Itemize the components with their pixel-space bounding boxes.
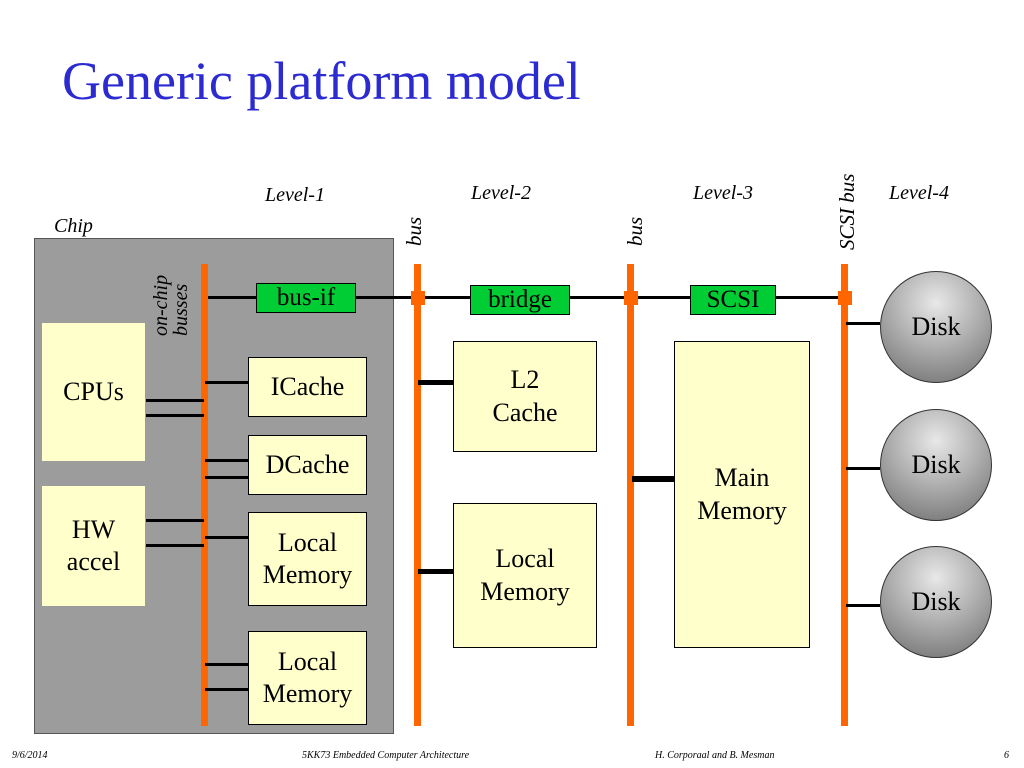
disk-2-wire xyxy=(846,467,880,470)
scsi-bus-label: SCSI bus xyxy=(835,173,859,250)
dcache-label: DCache xyxy=(265,449,350,479)
footer-date: 9/6/2014 xyxy=(12,750,48,761)
hw-label: HW xyxy=(71,514,116,544)
bridge-block: bridge xyxy=(470,285,570,315)
local-memory-block-2: Local Memory xyxy=(248,631,367,725)
local-memory-block-3: Local Memory xyxy=(453,503,597,648)
bus-junction-2 xyxy=(624,291,638,305)
footer-authors: H. Corporaal and B. Mesman xyxy=(655,750,775,761)
local-mem-1-wire xyxy=(205,536,248,539)
disk-1: Disk xyxy=(880,271,992,383)
dcache-wire-2 xyxy=(205,476,248,479)
icache-label: ICache xyxy=(270,371,345,401)
hw-accel-block: HW accel xyxy=(42,486,145,606)
disk-2-label: Disk xyxy=(911,450,961,479)
main-memory-block: Main Memory xyxy=(674,341,810,648)
bridge-label: bridge xyxy=(488,286,552,313)
main-memory-line2: Memory xyxy=(697,495,787,525)
cpus-label: CPUs xyxy=(63,376,124,406)
local-mem-2-wire-1 xyxy=(205,663,248,666)
local-memory-3-line2: Memory xyxy=(480,576,570,606)
dcache-wire-1 xyxy=(205,459,248,462)
scsi-block: SCSI xyxy=(690,285,776,315)
disk-3: Disk xyxy=(880,546,992,658)
local-memory-2-line2: Memory xyxy=(262,679,353,708)
footer-course: 5KK73 Embedded Computer Architecture xyxy=(302,750,470,761)
scsi-bus xyxy=(841,264,848,726)
cpu-wire-2 xyxy=(146,414,204,417)
level-2-label: Level-2 xyxy=(471,182,531,204)
busses-label: busses xyxy=(170,283,192,336)
cpus-block: CPUs xyxy=(42,323,145,461)
bus-if-label: bus-if xyxy=(276,284,336,311)
bus-junction-3 xyxy=(838,291,852,305)
local-mem-3-wire xyxy=(418,569,453,574)
dcache-block: DCache xyxy=(248,435,367,495)
l2-label-line2: Cache xyxy=(492,397,558,427)
disk-2: Disk xyxy=(880,409,992,521)
local-memory-3-line1: Local xyxy=(495,544,555,573)
main-memory-line1: Main xyxy=(714,463,770,492)
bus-if-block: bus-if xyxy=(256,283,356,313)
icache-wire xyxy=(205,381,248,384)
hw-wire-1 xyxy=(146,519,204,522)
icache-block: ICache xyxy=(248,357,367,417)
disk-3-label: Disk xyxy=(911,587,961,616)
local-memory-block-1: Local Memory xyxy=(248,512,367,606)
main-memory-wire xyxy=(632,476,674,482)
chip-label: Chip xyxy=(54,215,93,237)
disk-1-label: Disk xyxy=(911,312,961,341)
level-4-label: Level-4 xyxy=(889,182,949,204)
hw-wire-2 xyxy=(146,544,204,547)
l2-wire xyxy=(418,380,453,385)
level-3-label: Level-3 xyxy=(693,182,753,204)
footer-page-number: 6 xyxy=(1004,750,1009,761)
bus-label-1: bus xyxy=(402,216,426,246)
slide-title: Generic platform model xyxy=(62,51,581,111)
level-3-bus xyxy=(627,264,634,726)
local-memory-1-line1: Local xyxy=(277,527,338,557)
scsi-label: SCSI xyxy=(706,286,760,313)
on-chip-bus xyxy=(201,264,208,726)
cpu-wire-1 xyxy=(146,399,204,402)
disk-3-wire xyxy=(846,604,880,607)
l2-label-line1: L2 xyxy=(510,365,540,394)
local-mem-2-wire-2 xyxy=(205,688,248,691)
level-1-label: Level-1 xyxy=(265,184,325,206)
disk-1-wire xyxy=(846,322,880,325)
bus-label-2: bus xyxy=(623,216,647,246)
local-memory-1-line2: Memory xyxy=(262,560,353,589)
local-memory-2-line1: Local xyxy=(277,646,338,676)
bus-junction-1 xyxy=(411,291,425,305)
level-2-bus xyxy=(414,264,421,726)
l2-cache-block: L2 Cache xyxy=(453,341,597,452)
accel-label: accel xyxy=(66,547,121,576)
